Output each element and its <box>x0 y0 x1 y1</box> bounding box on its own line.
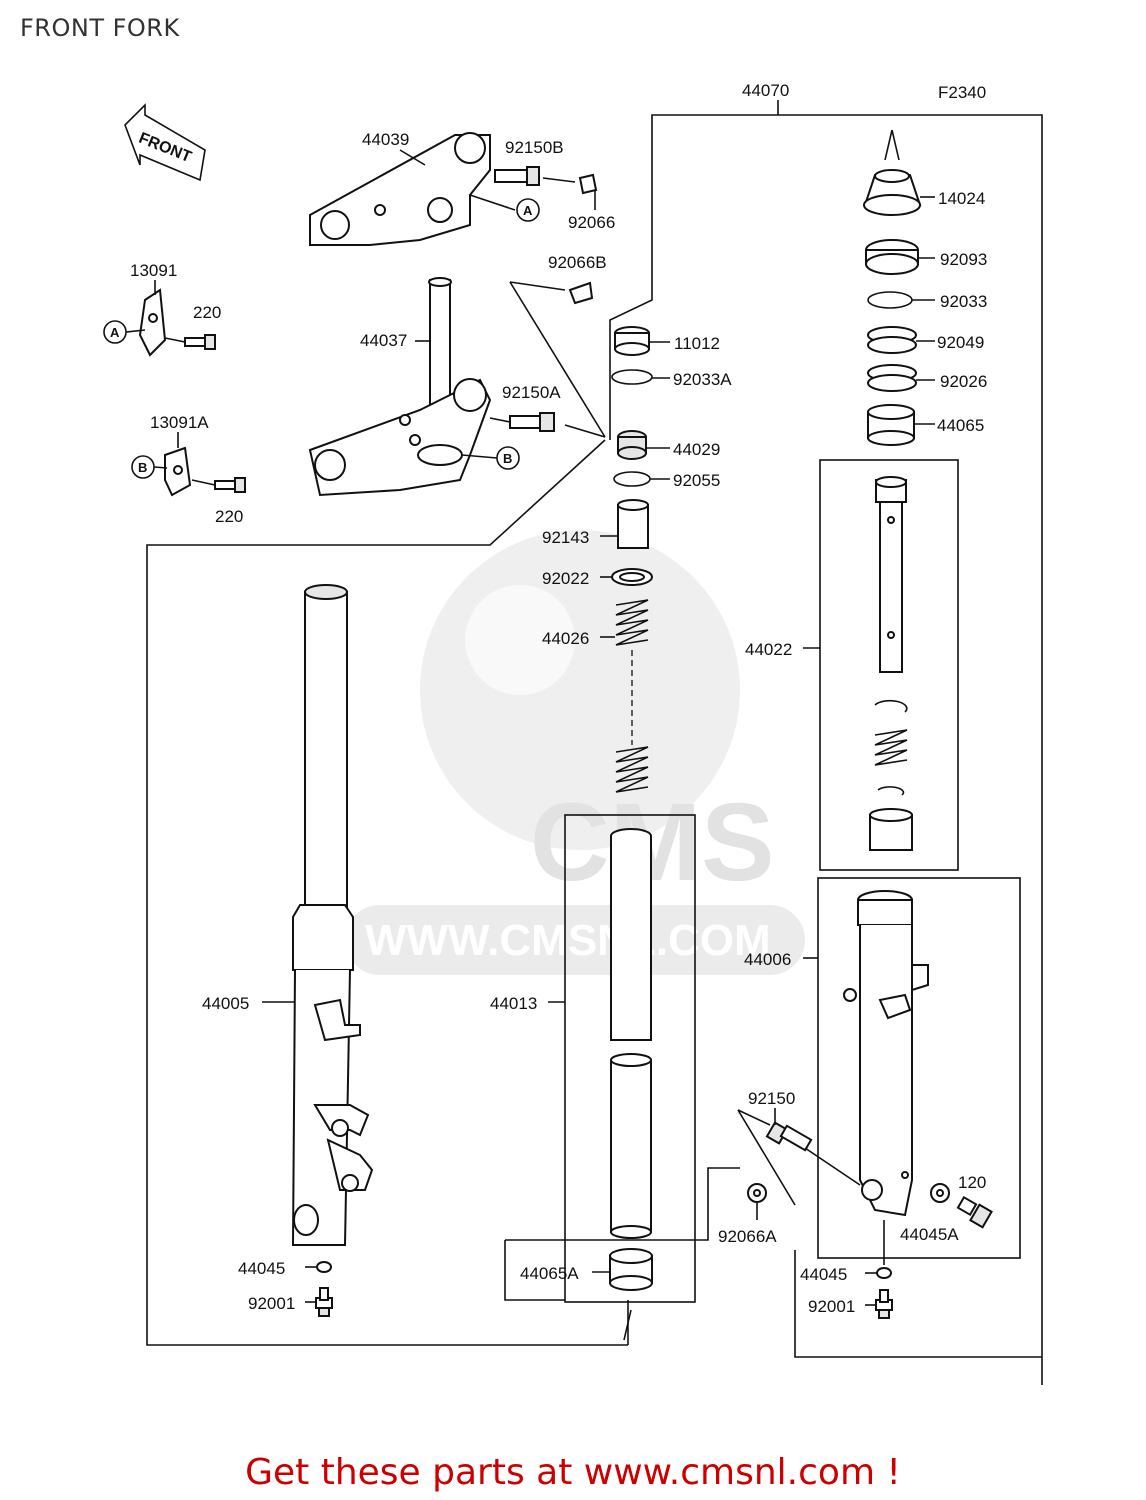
plug-44029 <box>617 430 647 460</box>
label-44039: 44039 <box>362 130 409 149</box>
label-92093: 92093 <box>940 250 987 269</box>
washer-92066A <box>747 1183 767 1203</box>
label-44045A: 44045A <box>900 1225 959 1244</box>
label-92066A: 92066A <box>718 1227 777 1246</box>
label-14024: 14024 <box>938 189 985 208</box>
snap-ring-92033A <box>611 369 653 385</box>
washer-92049 <box>867 326 917 354</box>
bushing-44065A <box>609 1248 653 1291</box>
label-120: 120 <box>958 1173 986 1192</box>
label-220-a: 220 <box>193 303 221 322</box>
bolt-92150 <box>765 1121 813 1152</box>
label-92150: 92150 <box>748 1089 795 1108</box>
label-92049: 92049 <box>937 333 984 352</box>
label-92066B: 92066B <box>548 253 607 272</box>
watermark-logo: CMS <box>530 781 774 904</box>
label-11012: 11012 <box>674 334 720 353</box>
gasket-44045-right <box>876 1267 892 1279</box>
label-44037: 44037 <box>360 331 407 350</box>
spring-44026 <box>615 599 649 793</box>
cap-11012 <box>614 326 650 356</box>
assembly-outline-left <box>146 439 628 1346</box>
label-44070: 44070 <box>742 81 789 100</box>
page-title: FRONT FORK <box>20 14 180 42</box>
clamp-13091A <box>164 446 192 497</box>
ref-b-clamp: B <box>138 460 147 475</box>
damper-rod-44022 <box>869 476 913 851</box>
label-44026: 44026 <box>542 629 589 648</box>
label-44045-left: 44045 <box>238 1259 285 1278</box>
diagram-code: F2340 <box>938 83 986 102</box>
snap-ring-92033 <box>867 291 913 309</box>
footer-promo-link[interactable]: Get these parts at www.cmsnl.com ! <box>245 1452 901 1493</box>
label-44005: 44005 <box>202 994 249 1013</box>
label-220-b: 220 <box>215 507 243 526</box>
label-13091: 13091 <box>130 261 177 280</box>
label-92022: 92022 <box>542 569 589 588</box>
bolt-220-a <box>184 334 216 350</box>
oil-seal-92093 <box>865 239 919 275</box>
front-arrow-label: FRONT <box>136 130 194 166</box>
watermark-url: WWW.CMSNL.COM <box>365 916 771 965</box>
fork-assembly-44005 <box>291 584 374 1246</box>
washer-92026 <box>867 364 917 392</box>
label-92026: 92026 <box>940 372 987 391</box>
bolt-92150B <box>494 166 540 186</box>
drain-bolt-92001-right <box>875 1289 893 1319</box>
label-92001-right: 92001 <box>808 1297 855 1316</box>
label-92150B: 92150B <box>505 138 564 157</box>
inner-tube-44013 <box>610 828 652 1239</box>
label-13091A: 13091A <box>150 413 209 432</box>
label-92055: 92055 <box>673 471 720 490</box>
outer-tube-44006 <box>843 890 929 1217</box>
label-44022: 44022 <box>745 640 792 659</box>
washer-92022 <box>611 568 653 586</box>
cap-92066B <box>568 281 594 305</box>
label-92001-left: 92001 <box>248 1294 295 1313</box>
label-92033A: 92033A <box>673 370 732 389</box>
damper-rod-box <box>819 459 959 871</box>
o-ring-92055 <box>613 471 651 487</box>
spacer-92143 <box>617 499 649 549</box>
label-44006: 44006 <box>744 950 791 969</box>
assembly-outline <box>609 114 1043 1385</box>
label-44045-right: 44045 <box>800 1265 847 1284</box>
clamp-13091 <box>138 288 167 357</box>
outer-tube-box <box>817 877 1021 1259</box>
ref-b-lower: B <box>503 451 512 466</box>
label-92066: 92066 <box>568 213 615 232</box>
bushing-44065 <box>867 404 915 446</box>
inner-tube-box <box>564 814 696 1303</box>
ref-a-upper: A <box>523 203 533 218</box>
label-92033: 92033 <box>940 292 987 311</box>
gasket-44045-left <box>316 1261 332 1273</box>
cmsnl-watermark: CMS WWW.CMSNL.COM <box>345 530 805 975</box>
front-direction-arrow: FRONT <box>124 103 206 182</box>
bolt-120 <box>956 1195 993 1229</box>
washer-44045A <box>930 1183 950 1203</box>
stem-44037 <box>308 277 492 497</box>
bolt-220-b <box>214 477 246 493</box>
label-92150A: 92150A <box>502 383 561 402</box>
label-44029: 44029 <box>673 440 720 459</box>
drain-bolt-92001-left <box>315 1287 333 1317</box>
ref-a-clamp: A <box>110 325 120 340</box>
label-44065A: 44065A <box>520 1264 579 1283</box>
label-44065: 44065 <box>937 416 984 435</box>
label-92143: 92143 <box>542 528 589 547</box>
washer-92066 <box>578 173 598 195</box>
bolt-92150A <box>509 412 555 432</box>
upper-bracket-44039 <box>309 132 491 246</box>
label-44013: 44013 <box>490 994 537 1013</box>
dust-seal-14024 <box>863 129 922 216</box>
